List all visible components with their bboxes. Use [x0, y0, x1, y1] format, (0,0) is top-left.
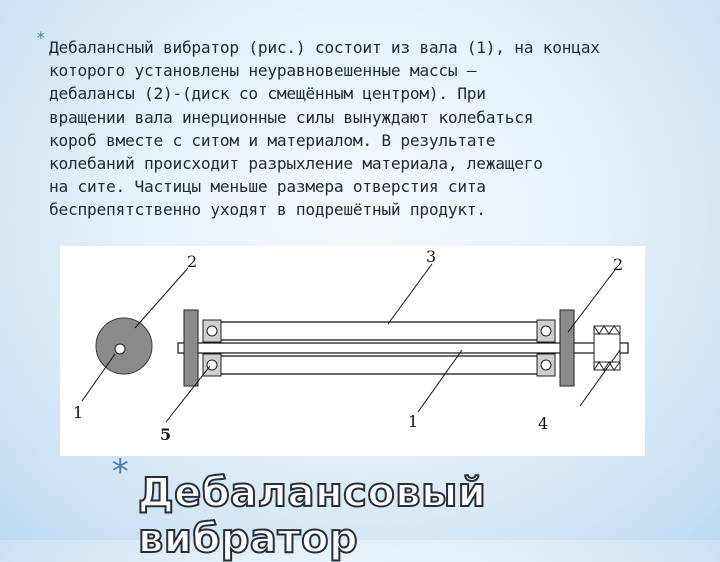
description-paragraph: Дебалансный вибратор (рис.) состоит из в…: [49, 38, 600, 220]
leader-line-4: [579, 349, 621, 407]
leader-line-5: [165, 365, 211, 423]
slide-title: Дебалансовый вибратор: [137, 469, 487, 562]
label-2-right: 2: [613, 255, 623, 274]
bullet-asterisk: *: [36, 28, 46, 47]
vibrator-diagram: 2 3 2 1 5 1 4: [60, 246, 645, 456]
leader-line-2-left: [134, 267, 189, 329]
leader-line-1-left: [81, 353, 116, 402]
bearing-housings: [202, 319, 556, 377]
left-unbalance-flange: [183, 309, 199, 387]
leader-line-1-center: [417, 349, 463, 413]
unbalance-disk: [95, 317, 153, 375]
label-1-left: 1: [73, 403, 83, 422]
vibrator-drawing: 2 3 2 1 5 1 4: [73, 247, 629, 444]
label-1-center: 1: [408, 412, 418, 431]
label-5: 5: [160, 425, 171, 444]
leader-line-3: [387, 263, 433, 325]
label-2-left: 2: [187, 252, 197, 271]
tube-housing: [221, 321, 537, 375]
right-unbalance-flange: [559, 309, 575, 387]
drive-pulley: [593, 325, 621, 371]
leader-line-2-right: [567, 269, 616, 333]
label-4: 4: [538, 414, 548, 433]
shaft: [177, 342, 629, 354]
label-3: 3: [426, 247, 436, 266]
title-asterisk: *: [110, 452, 131, 492]
